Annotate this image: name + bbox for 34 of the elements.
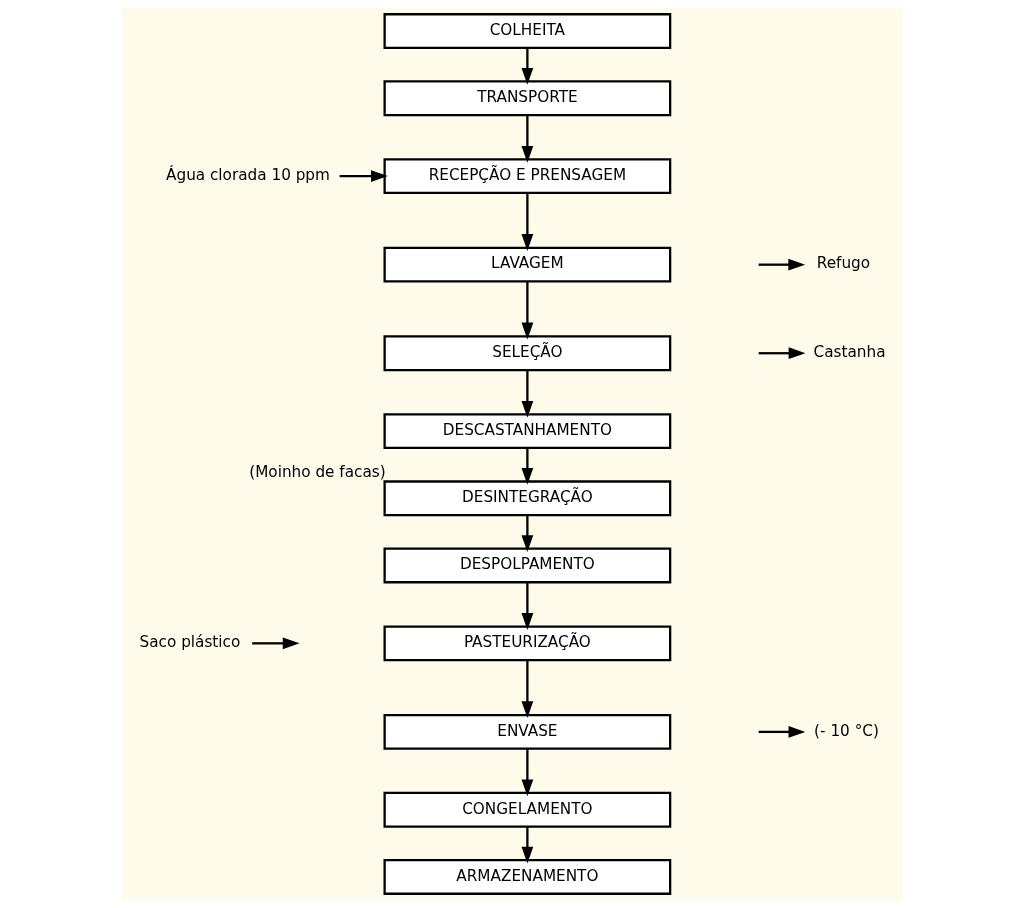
arrow [521,515,534,553]
node-box: PASTEURIZAÇÃO [383,625,672,662]
arrow [339,170,388,182]
node-box: ARMAZENAMENTO [383,859,672,895]
arrow [521,660,534,719]
arrow [521,370,534,418]
node-box: DESPOLPAMENTO [383,547,672,584]
arrow [521,582,534,630]
node-box: CONGELAMENTO [383,791,672,828]
arrow [521,48,534,85]
arrow [521,749,534,797]
node-text: (- 10 °C) [814,721,879,740]
arrow [521,826,534,864]
arrow [521,115,534,163]
node-box: TRANSPORTE [383,80,672,117]
arrow [758,258,806,271]
arrow [521,281,534,340]
arrow [758,347,806,360]
arrow [252,637,300,650]
arrow [521,192,534,251]
node-box: LAVAGEM [383,246,672,283]
node-label: (Moinho de facas) [249,462,386,481]
node-box: RECEPÇÃO E PRENSAGEM [383,158,672,195]
node-text: Refugo [816,254,871,273]
node-box: COLHEITA [383,13,672,49]
node-box: DESINTEGRAÇÃO [383,480,672,517]
node-text: Castanha [813,343,886,362]
node-text: Saco plástico [139,633,241,652]
node-box: DESCASTANHAMENTO [383,413,672,450]
arrow [521,448,534,485]
node-text: Água clorada 10 ppm [166,165,330,184]
node-box: ENVASE [383,713,672,750]
node-box: SELEÇÃO [383,335,672,372]
arrow [758,726,806,738]
